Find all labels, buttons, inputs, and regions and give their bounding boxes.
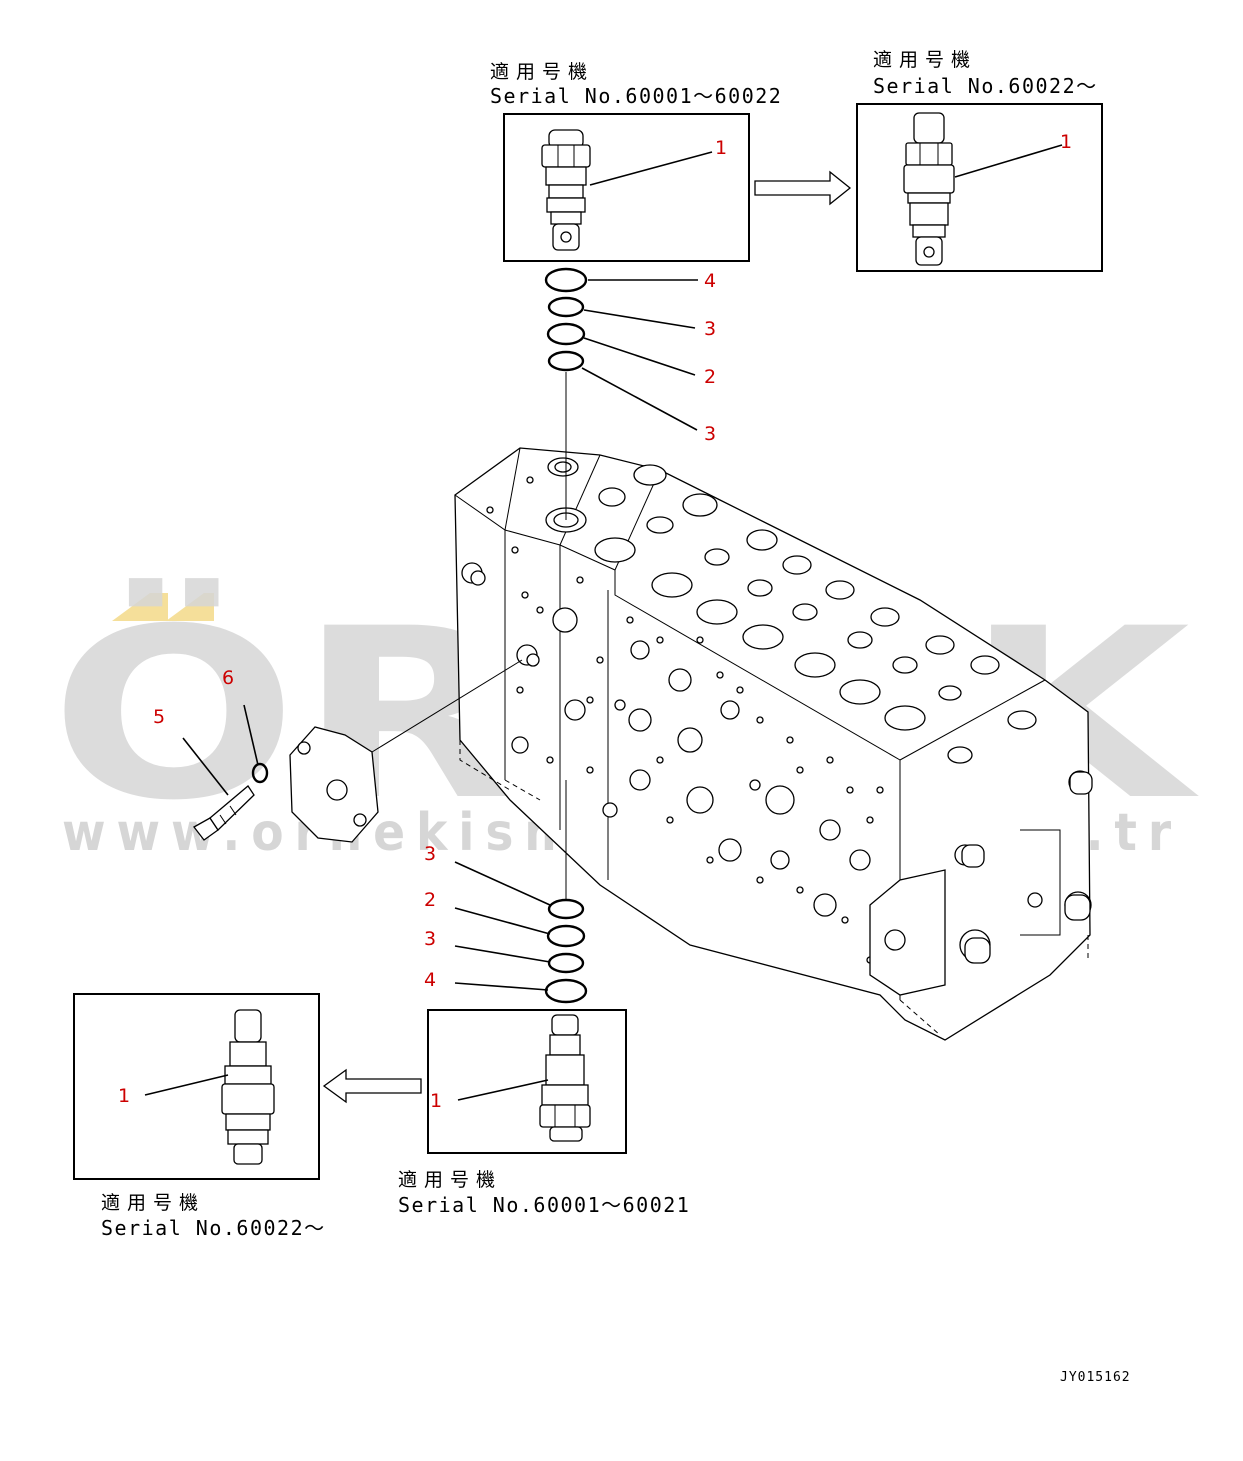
callout-3-bottom-a: 3 xyxy=(424,843,436,865)
bolt-5 xyxy=(193,785,255,841)
label-bottom-left-serial: Serial No.60022～ xyxy=(101,1216,326,1240)
callout-1-top-left: 1 xyxy=(715,137,727,159)
relief-valve-top-right xyxy=(903,112,955,266)
label-top-left-jp: 適用号機 xyxy=(490,61,594,83)
callout-3-top-b: 3 xyxy=(704,423,716,445)
oring-bot-2 xyxy=(546,924,586,948)
relief-valve-bottom-mid xyxy=(539,1014,591,1142)
leader-lines xyxy=(144,144,1063,1101)
callout-4-bottom: 4 xyxy=(424,969,436,991)
label-bottom-left-jp: 適用号機 xyxy=(101,1192,205,1214)
relief-valve-top-left xyxy=(541,129,591,251)
bottom-orings xyxy=(544,898,588,1004)
relief-valve-bottom-left xyxy=(221,1009,275,1165)
oring-top-4 xyxy=(544,267,588,293)
oring-bot-3a xyxy=(547,898,585,920)
label-top-left-serial: Serial No.60001～60022 xyxy=(490,84,782,108)
callout-4-top: 4 xyxy=(704,270,716,292)
end-plate xyxy=(869,771,1093,996)
box-bottom-left xyxy=(73,993,320,1180)
control-valve-body xyxy=(454,447,1093,1041)
watermark-accent-right xyxy=(166,593,214,621)
label-top-right-jp: 適用号機 xyxy=(873,49,977,71)
box-bottom-mid xyxy=(427,1009,627,1154)
arrow-right xyxy=(754,170,852,206)
callout-1-top-right: 1 xyxy=(1060,131,1072,153)
label-bottom-mid-serial: Serial No.60001～60021 xyxy=(398,1193,690,1217)
label-top-right-serial: Serial No.60022～ xyxy=(873,74,1098,98)
callout-3-top-a: 3 xyxy=(704,318,716,340)
watermark-accent-left xyxy=(112,593,168,621)
callout-1-bottom-left: 1 xyxy=(118,1085,130,1107)
label-bottom-mid-jp: 適用号機 xyxy=(398,1169,502,1191)
arrow-left xyxy=(322,1068,422,1104)
washer-6 xyxy=(251,762,269,784)
box-top-left xyxy=(503,113,750,262)
oring-top-3b xyxy=(547,350,585,372)
front-face-dots xyxy=(486,476,884,964)
side-cover xyxy=(289,726,379,843)
callout-6: 6 xyxy=(222,667,234,689)
oring-bot-4 xyxy=(544,978,588,1004)
callout-1-bottom-mid: 1 xyxy=(430,1090,442,1112)
callout-2-top: 2 xyxy=(704,366,716,388)
oring-top-2 xyxy=(546,322,586,346)
cover-leader xyxy=(371,659,523,753)
callout-5: 5 xyxy=(153,706,165,728)
callout-2-bottom: 2 xyxy=(424,889,436,911)
callout-3-bottom-b: 3 xyxy=(424,928,436,950)
box-top-right xyxy=(856,103,1103,272)
oring-bot-3b xyxy=(547,952,585,974)
oring-top-3a xyxy=(547,296,585,318)
drawing-code: JY015162 xyxy=(1060,1370,1131,1385)
top-orings xyxy=(544,267,588,372)
